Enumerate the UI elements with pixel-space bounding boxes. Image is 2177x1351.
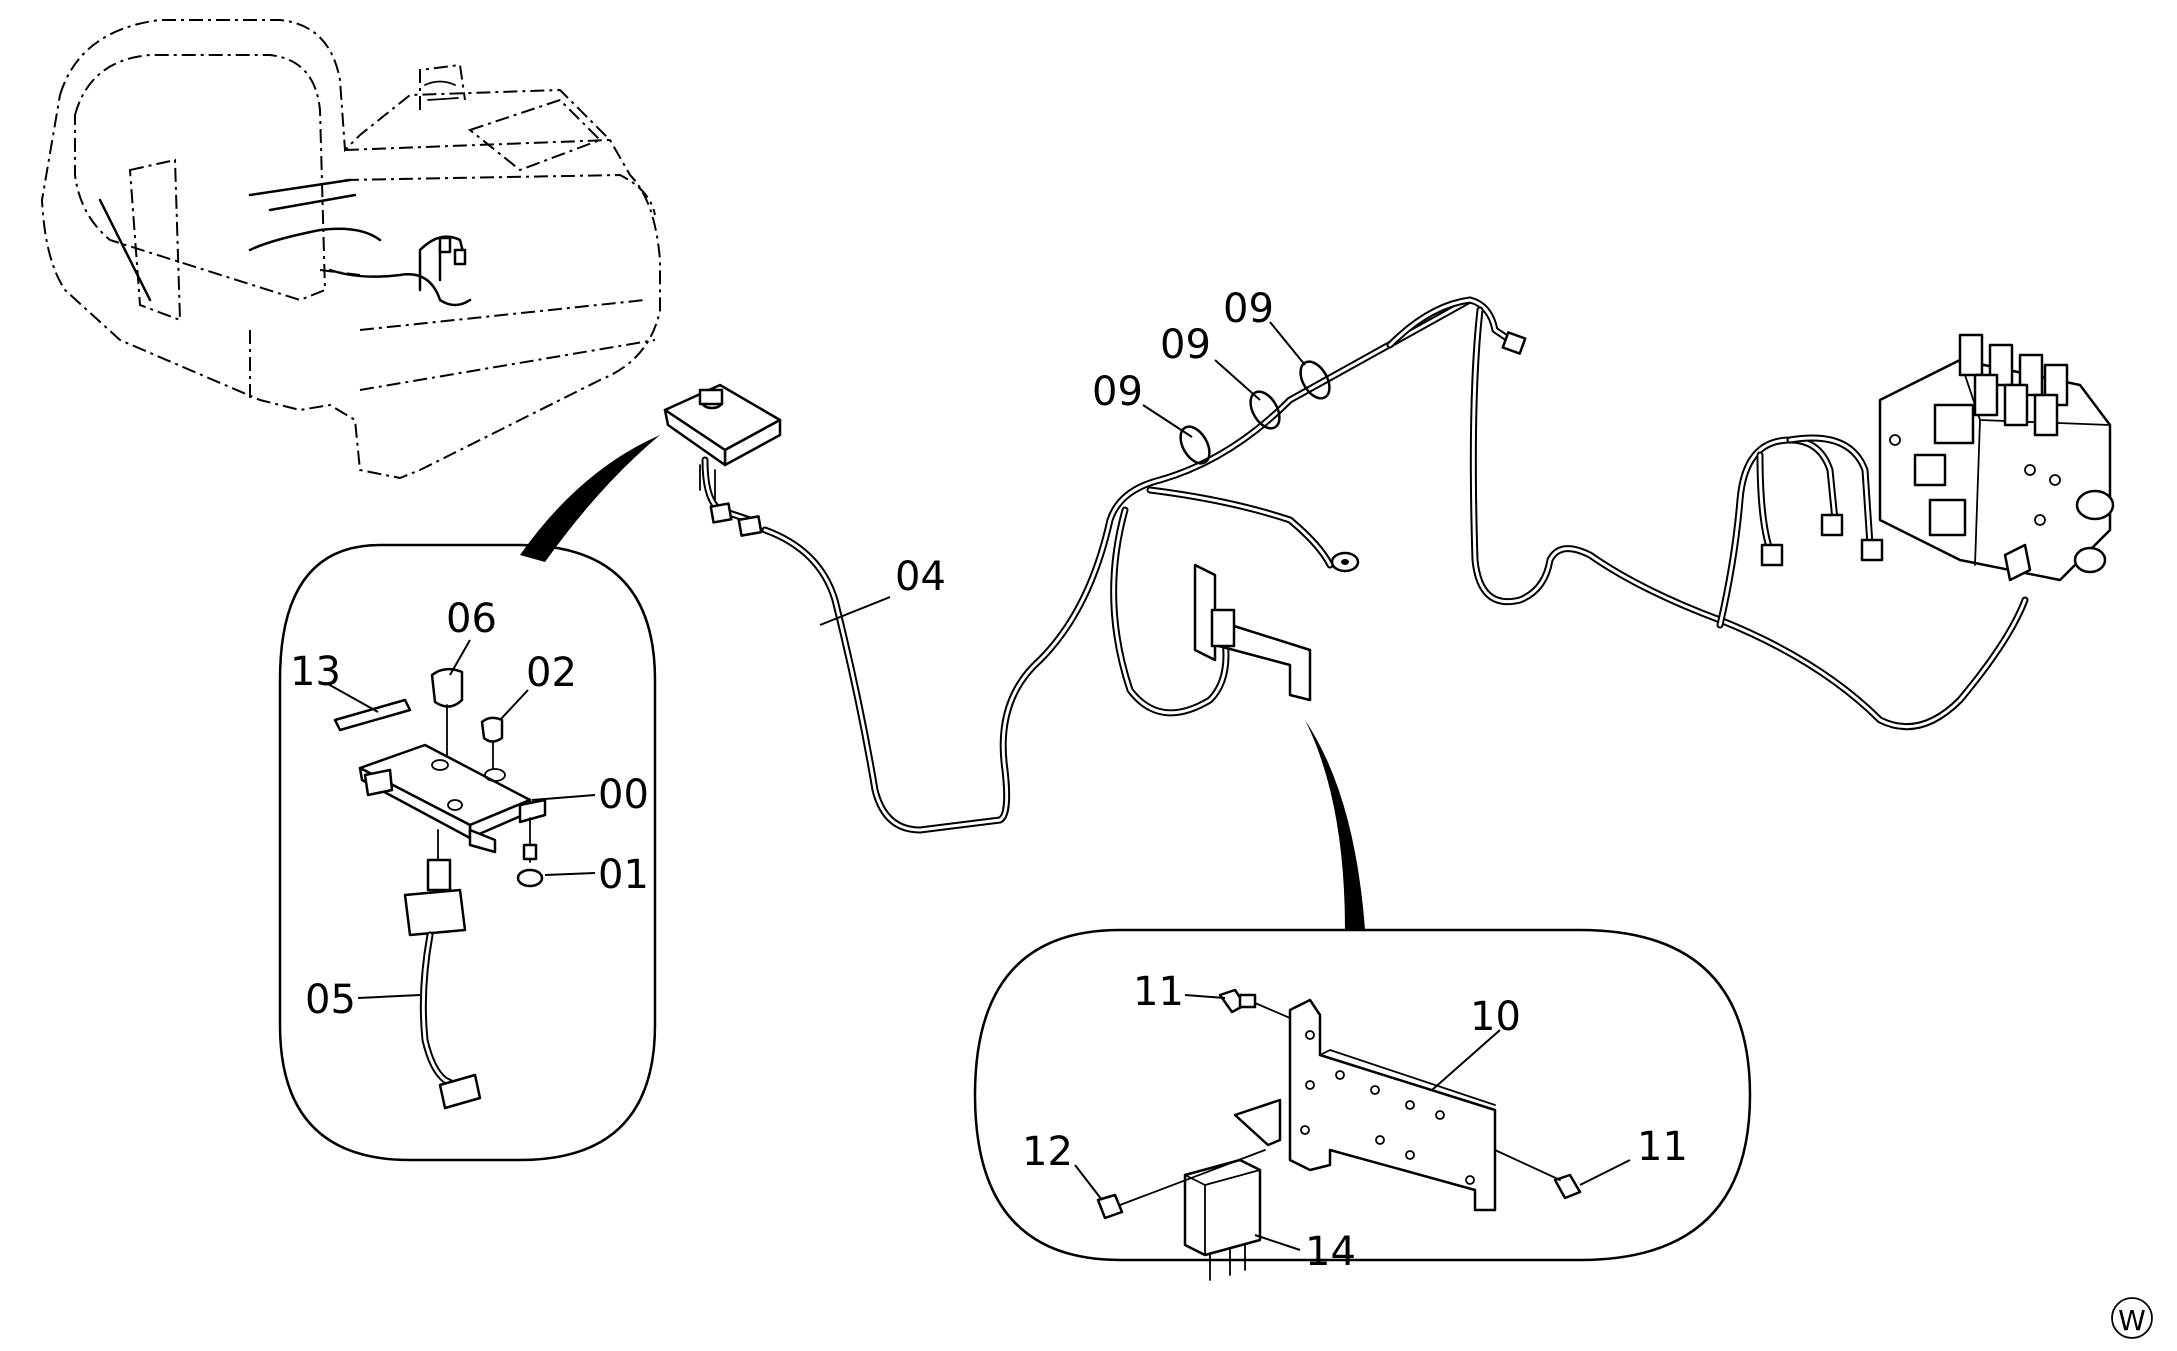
callout-12: 12	[1022, 1129, 1073, 1175]
callout-05: 05	[305, 977, 356, 1023]
callout-13: 13	[290, 649, 341, 695]
corner-mark-letter: W	[2118, 1304, 2146, 1337]
callout-00: 00	[598, 772, 649, 818]
callout-14: 14	[1305, 1229, 1356, 1275]
callout-11-upper: 11	[1133, 969, 1184, 1015]
callout-11-lower: 11	[1637, 1124, 1688, 1170]
detail-capsule-relay	[973, 928, 1752, 1281]
corner-mark: W	[2111, 1297, 2153, 1339]
callout-02: 02	[526, 650, 577, 696]
excavator-outline	[40, 19, 661, 480]
control-valve	[1878, 333, 2115, 582]
callout-10: 10	[1470, 994, 1521, 1040]
callout-09-middle: 09	[1160, 322, 1211, 368]
callout-09-left: 09	[1092, 369, 1143, 415]
detail-capsule-switch	[278, 543, 657, 1162]
callout-06: 06	[446, 596, 497, 642]
leader-lines	[327, 321, 1631, 1251]
callout-01: 01	[598, 852, 649, 898]
relay-bracket-small	[1193, 563, 1312, 702]
callout-04: 04	[895, 554, 946, 600]
detail-pointer-left	[520, 435, 660, 562]
switch-panel	[663, 383, 782, 537]
detail-pointer-right	[1305, 720, 1365, 930]
wire-harness-04	[761, 296, 2029, 834]
callout-09-right: 09	[1223, 286, 1274, 332]
